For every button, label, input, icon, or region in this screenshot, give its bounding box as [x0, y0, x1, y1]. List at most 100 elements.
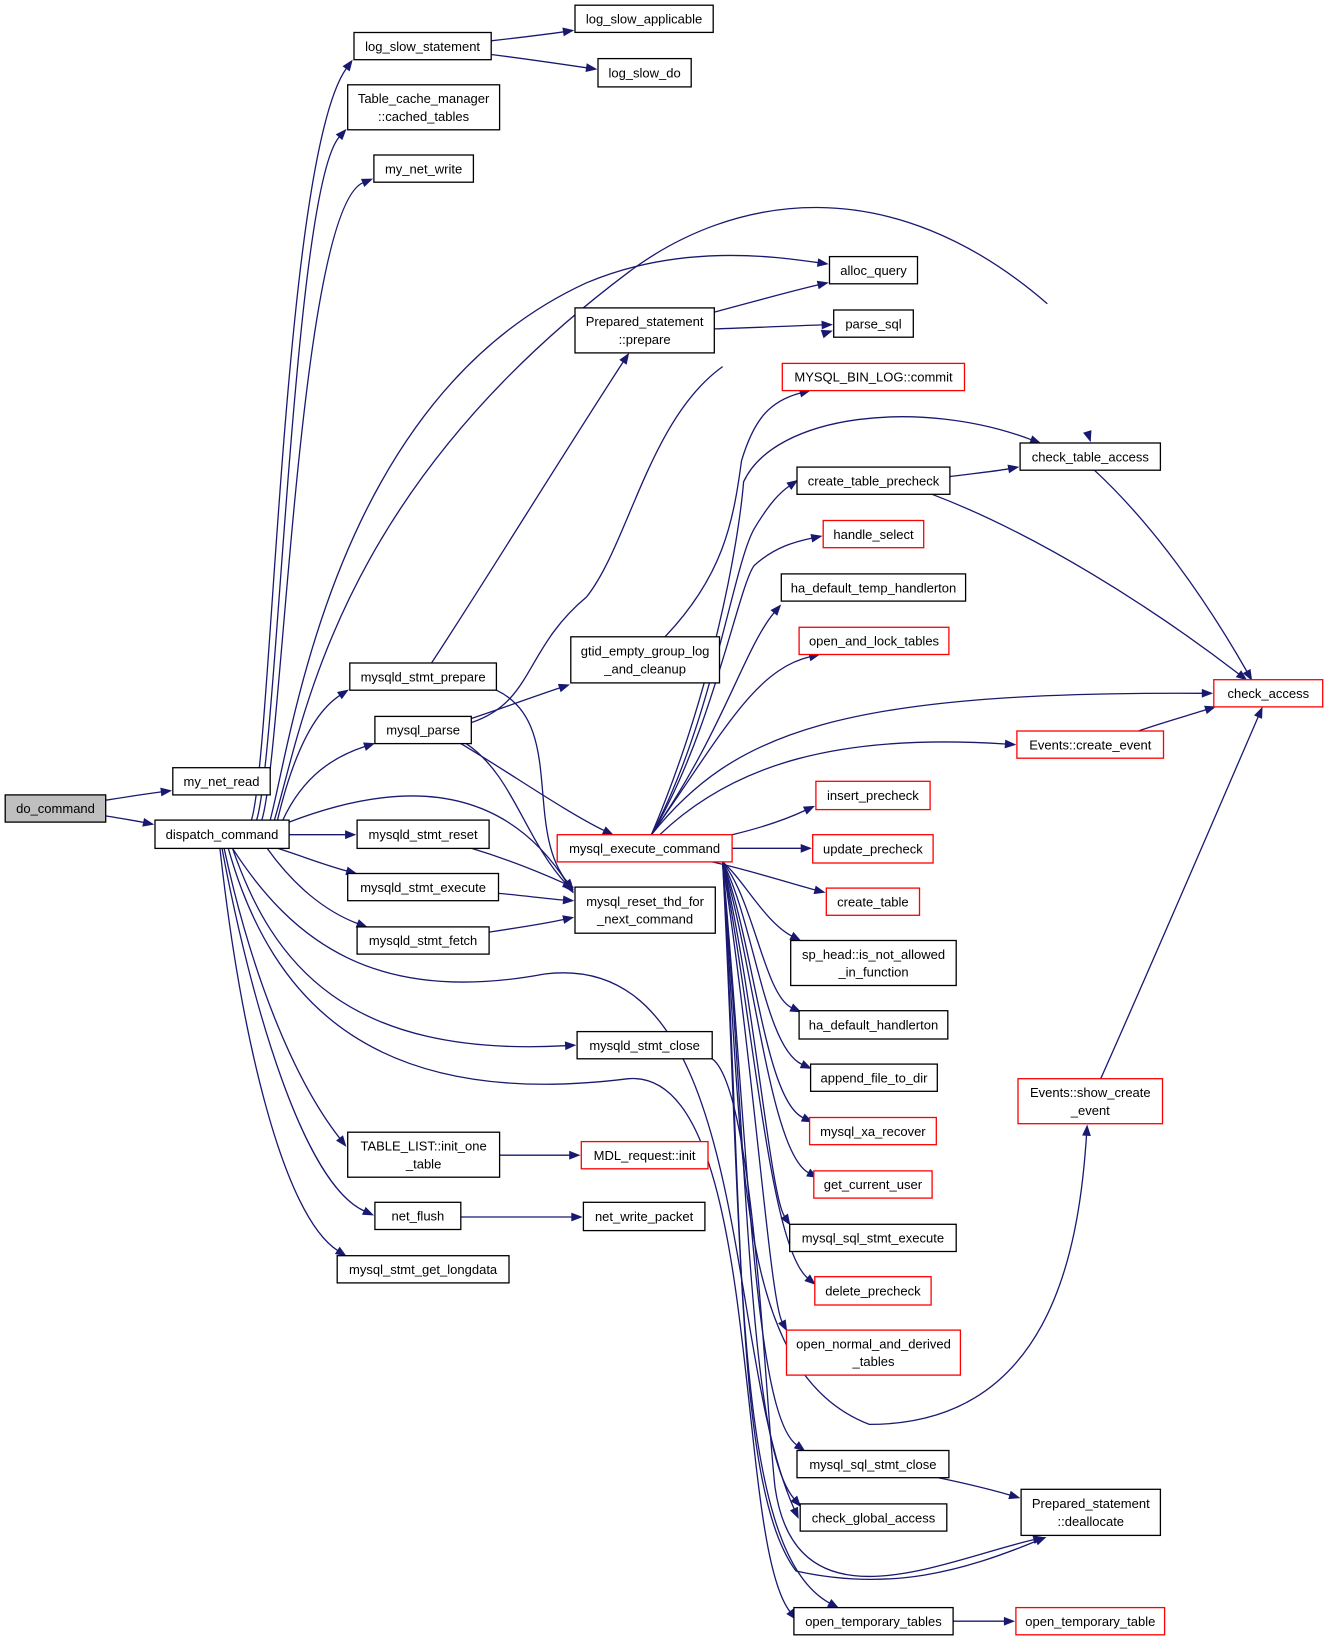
node-alloc-query[interactable]: alloc_query [828, 255, 919, 285]
node-get-current-user[interactable]: get_current_user [813, 1170, 933, 1199]
node-box[interactable] [597, 57, 692, 88]
node-box[interactable] [813, 1170, 933, 1199]
node-box[interactable] [1019, 442, 1162, 471]
node-box[interactable] [373, 154, 475, 183]
node-log-slow-applicable[interactable]: log_slow_applicable [574, 4, 714, 34]
node-mysql-stmt-get-longdata[interactable]: mysql_stmt_get_longdata [336, 1255, 510, 1284]
node-mysql-xa-recover[interactable]: mysql_xa_recover [808, 1116, 937, 1146]
node-box[interactable] [154, 819, 290, 850]
node-box[interactable] [781, 362, 966, 392]
node-prepared-statement-deallocate[interactable]: Prepared_statement::deallocate [1020, 1488, 1162, 1537]
node-mysql-sql-stmt-close[interactable]: mysql_sql_stmt_close [796, 1449, 950, 1479]
node-box[interactable] [574, 307, 715, 354]
node-open-and-lock-tables[interactable]: open_and_lock_tables [798, 626, 950, 656]
node-prepared-statement-prepare[interactable]: Prepared_statement::prepare [574, 307, 715, 354]
node-box[interactable] [347, 84, 501, 131]
node-mysql-execute-command[interactable]: mysql_execute_command [556, 834, 733, 863]
node-box[interactable] [793, 1606, 954, 1636]
node-box[interactable] [828, 255, 919, 285]
node-box[interactable] [570, 636, 721, 684]
node-box[interactable] [336, 1255, 510, 1284]
node-mysql-parse[interactable]: mysql_parse [374, 715, 472, 745]
node-open-temporary-table[interactable]: open_temporary_table [1015, 1606, 1166, 1636]
node-box[interactable] [347, 872, 500, 902]
node-sp-head-is-not-allowed-in-function[interactable]: sp_head::is_not_allowed_in_function [790, 939, 957, 987]
node-events-create-event[interactable]: Events::create_event [1016, 730, 1165, 759]
node-my-net-read[interactable]: my_net_read [172, 767, 271, 796]
node-update-precheck[interactable]: update_precheck [812, 834, 934, 864]
node-table-cache-cached-tables[interactable]: Table_cache_manager::cached_tables [347, 84, 501, 131]
node-gtid-empty-group-log-and-cleanup[interactable]: gtid_empty_group_log_and_cleanup [570, 636, 721, 684]
node-box[interactable] [172, 767, 271, 796]
node-box[interactable] [356, 926, 490, 955]
node-box[interactable] [347, 1131, 501, 1178]
node-mysqld-stmt-fetch[interactable]: mysqld_stmt_fetch [356, 926, 490, 955]
node-box[interactable] [580, 1140, 709, 1170]
node-open-normal-and-derived-tables[interactable]: open_normal_and_derived_tables [785, 1329, 962, 1376]
node-mysql-reset-thd-for-next-command[interactable]: mysql_reset_thd_for_next_command [574, 886, 716, 934]
node-check-table-access[interactable]: check_table_access [1019, 442, 1162, 471]
node-box[interactable] [353, 31, 492, 61]
node-box[interactable] [1020, 1488, 1162, 1537]
node-insert-precheck[interactable]: insert_precheck [815, 780, 931, 811]
node-box[interactable] [796, 466, 951, 495]
node-box[interactable] [780, 573, 967, 602]
node-box[interactable] [576, 1030, 713, 1060]
node-mysqld-stmt-execute[interactable]: mysqld_stmt_execute [347, 872, 500, 902]
node-box[interactable] [822, 519, 925, 549]
node-box[interactable] [798, 1010, 949, 1040]
node-events-show-create-event[interactable]: Events::show_create_event [1017, 1078, 1164, 1125]
node-box[interactable] [1213, 679, 1324, 708]
node-ha-default-temp-handlerton[interactable]: ha_default_temp_handlerton [780, 573, 967, 602]
node-box[interactable] [789, 1223, 957, 1253]
node-box[interactable] [556, 834, 733, 863]
node-dispatch-command[interactable]: dispatch_command [154, 819, 290, 850]
node-mdl-request-init[interactable]: MDL_request::init [580, 1140, 709, 1170]
node-handle-select[interactable]: handle_select [822, 519, 925, 549]
node-box[interactable] [374, 715, 472, 745]
node-box[interactable] [574, 886, 716, 934]
node-net-write-packet[interactable]: net_write_packet [582, 1201, 706, 1232]
node-mysql-bin-log-commit[interactable]: MYSQL_BIN_LOG::commit [781, 362, 966, 392]
node-box[interactable] [4, 794, 107, 823]
node-open-temporary-tables[interactable]: open_temporary_tables [793, 1606, 954, 1636]
node-box[interactable] [374, 1201, 462, 1231]
node-create-table[interactable]: create_table [825, 887, 921, 916]
node-box[interactable] [799, 1503, 948, 1532]
node-create-table-precheck[interactable]: create_table_precheck [796, 466, 951, 495]
node-box[interactable] [356, 819, 490, 850]
node-append-file-to-dir[interactable]: append_file_to_dir [809, 1063, 938, 1092]
node-box[interactable] [798, 626, 950, 656]
node-delete-precheck[interactable]: delete_precheck [814, 1276, 932, 1306]
node-box[interactable] [574, 4, 714, 34]
node-check-access[interactable]: check_access [1213, 679, 1324, 708]
node-table-list-init-one-table[interactable]: TABLE_LIST::init_one_table [347, 1131, 501, 1178]
node-check-global-access[interactable]: check_global_access [799, 1503, 948, 1532]
node-parse-sql[interactable]: parse_sql [833, 309, 914, 338]
node-mysqld-stmt-close[interactable]: mysqld_stmt_close [576, 1030, 713, 1060]
node-box[interactable] [1015, 1606, 1166, 1636]
node-box[interactable] [582, 1201, 706, 1232]
node-box[interactable] [1017, 1078, 1164, 1125]
node-box[interactable] [790, 939, 957, 987]
node-box[interactable] [808, 1116, 937, 1146]
node-box[interactable] [785, 1329, 962, 1376]
node-mysqld-stmt-reset[interactable]: mysqld_stmt_reset [356, 819, 490, 850]
node-box[interactable] [809, 1063, 938, 1092]
node-box[interactable] [825, 887, 921, 916]
node-box[interactable] [812, 834, 934, 864]
node-mysql-sql-stmt-execute[interactable]: mysql_sql_stmt_execute [789, 1223, 957, 1253]
node-box[interactable] [796, 1449, 950, 1479]
node-log-slow-statement[interactable]: log_slow_statement [353, 31, 492, 61]
node-my-net-write[interactable]: my_net_write [373, 154, 475, 183]
node-log-slow-do[interactable]: log_slow_do [597, 57, 692, 88]
node-net-flush[interactable]: net_flush [374, 1201, 462, 1231]
node-do-command[interactable]: do_command [4, 794, 107, 823]
node-mysqld-stmt-prepare[interactable]: mysqld_stmt_prepare [349, 662, 498, 691]
node-box[interactable] [814, 1276, 932, 1306]
node-ha-default-handlerton[interactable]: ha_default_handlerton [798, 1010, 949, 1040]
node-box[interactable] [349, 662, 498, 691]
node-box[interactable] [833, 309, 914, 338]
node-box[interactable] [1016, 730, 1165, 759]
node-box[interactable] [815, 780, 931, 811]
